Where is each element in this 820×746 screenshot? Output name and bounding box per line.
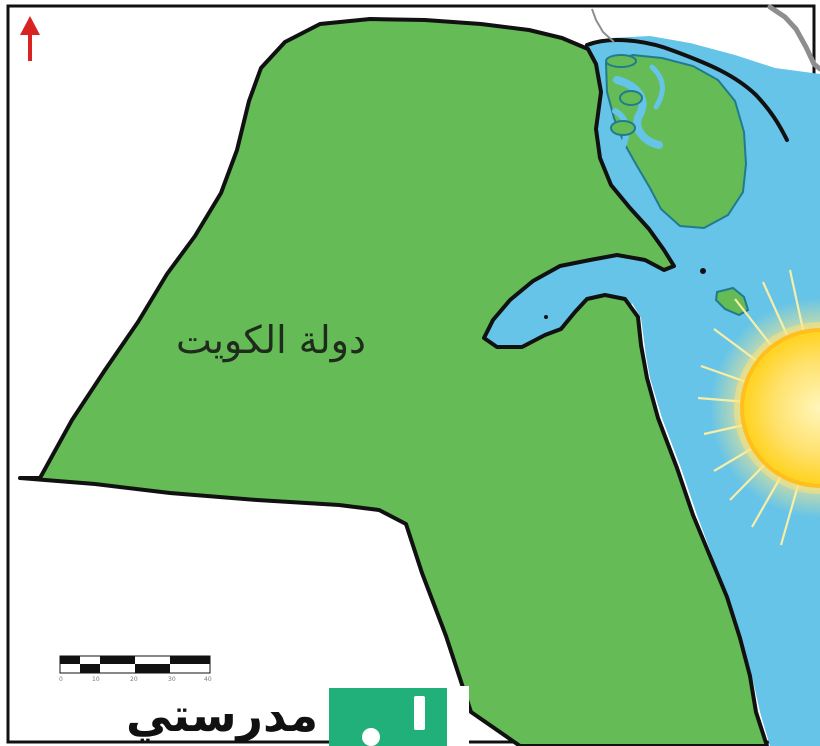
scale-tick-3: 30	[168, 676, 176, 683]
islet-dot-2	[544, 315, 548, 319]
sun-icon	[697, 269, 820, 546]
scale-tick-4: 40	[204, 676, 212, 683]
northern-road	[591, 8, 615, 43]
islet-dot-1	[700, 268, 706, 274]
country-label: دولة الكويت	[176, 318, 366, 362]
small-island-2	[619, 90, 643, 106]
northeast-border-line	[585, 38, 789, 142]
small-island-1	[605, 54, 637, 68]
scale-bar-labels: 0 10 20 30 40	[59, 676, 212, 683]
kuwait-land	[18, 17, 769, 746]
island-channel-north	[649, 64, 665, 110]
northeast-road	[767, 4, 820, 72]
sea-area	[470, 36, 820, 746]
small-island-3	[610, 120, 636, 136]
island-channel	[613, 76, 663, 149]
logo-text: مدرستي	[126, 688, 319, 742]
north-arrow-icon	[20, 16, 40, 61]
scale-bar	[59, 655, 211, 674]
scale-tick-2: 20	[130, 676, 138, 683]
failaka-island	[714, 286, 750, 317]
scale-tick-1: 10	[92, 676, 100, 683]
scale-tick-0: 0	[59, 676, 63, 683]
madrasati-logo-icon	[329, 686, 469, 746]
